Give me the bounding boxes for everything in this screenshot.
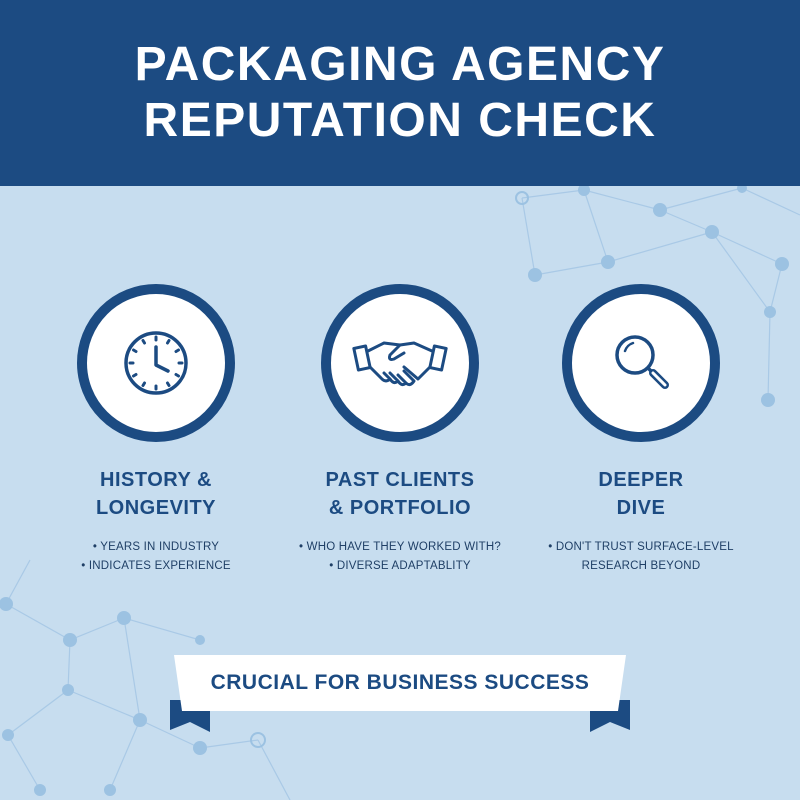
magnifying-glass-icon [615,335,669,389]
feature-point: DON'T TRUST SURFACE-LEVEL [521,538,761,557]
feature-point: INDICATES EXPERIENCE [36,557,276,576]
clock-icon [124,331,188,395]
feature-deeper-dive: DEEPER DIVE DON'T TRUST SURFACE-LEVEL RE… [521,284,761,576]
feature-title: PAST CLIENTS & PORTFOLIO [280,466,520,522]
feature-point: YEARS IN INDUSTRY [36,538,276,557]
page-title-line-1: PACKAGING AGENCY [134,38,666,91]
feature-title-line-1: PAST CLIENTS [325,469,475,491]
feature-title: DEEPER DIVE [521,466,761,522]
feature-title-line-1: DEEPER [598,469,684,491]
feature-history: HISTORY & LONGEVITY YEARS IN INDUSTRY IN… [36,284,276,576]
handshake-icon [352,341,448,387]
feature-icon-circle [77,284,235,442]
feature-icon-circle [321,284,479,442]
feature-point: DIVERSE ADAPTABLITY [280,557,520,576]
banner-text: CRUCIAL FOR BUSINESS SUCCESS [210,671,590,694]
feature-point: RESEARCH BEYOND [581,560,701,572]
header-banner: PACKAGING AGENCY REPUTATION CHECK [0,0,800,186]
feature-title: HISTORY & LONGEVITY [36,466,276,522]
feature-title-line-2: DIVE [616,497,666,519]
page-title-line-2: REPUTATION CHECK [143,94,657,147]
feature-points: DON'T TRUST SURFACE-LEVEL RESEARCH BEYON… [521,538,761,576]
feature-icon-circle [562,284,720,442]
ribbon-banner [170,655,630,732]
feature-points: WHO HAVE THEY WORKED WITH? DIVERSE ADAPT… [280,538,520,576]
feature-title-line-2: LONGEVITY [95,497,217,519]
feature-title-line-2: & PORTFOLIO [328,497,472,519]
feature-points: YEARS IN INDUSTRY INDICATES EXPERIENCE [36,538,276,576]
feature-point: WHO HAVE THEY WORKED WITH? [280,538,520,557]
feature-past-clients: PAST CLIENTS & PORTFOLIO WHO HAVE THEY W… [280,284,520,576]
feature-title-line-1: HISTORY & [100,469,212,491]
